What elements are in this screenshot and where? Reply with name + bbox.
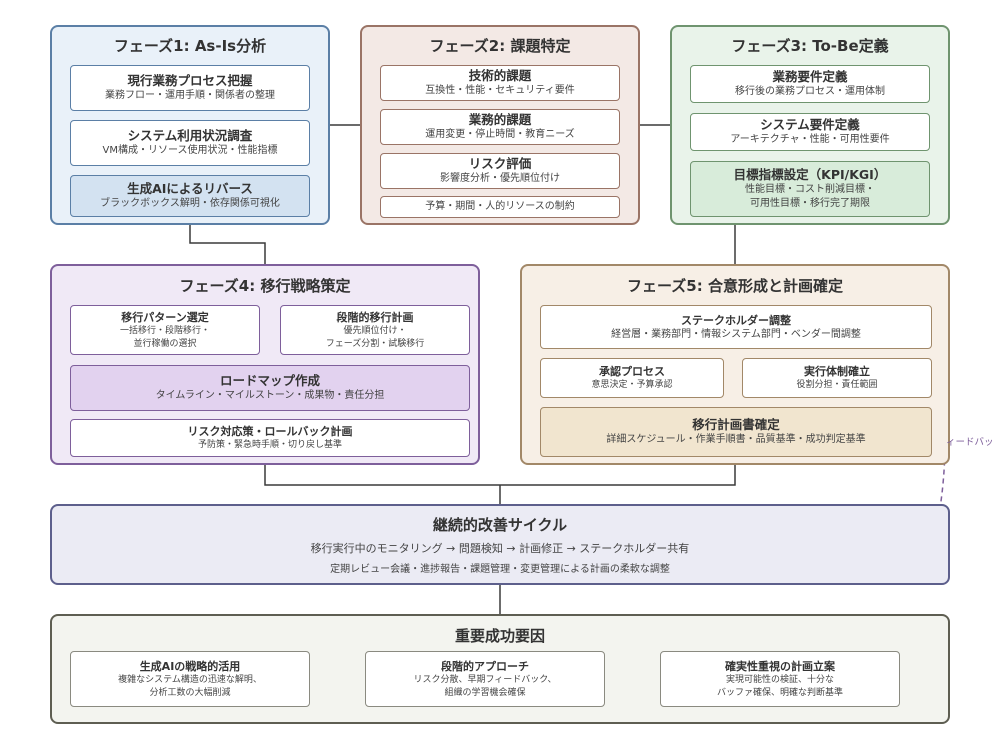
phase4-migration-pattern: 移行パターン選定 一括移行・段階移行・ 並行稼働の選択: [70, 305, 260, 355]
phase5-title: フェーズ5: 合意形成と計画確定: [627, 277, 843, 295]
item-title: リスク評価: [468, 156, 532, 171]
phase5-stakeholder: ステークホルダー調整 経営層・業務部門・情報システム部門・ベンダー間調整: [540, 305, 932, 349]
phase3-title: フェーズ3: To-Be定義: [731, 37, 889, 55]
item-title: 段階的アプローチ: [441, 660, 529, 673]
item-title: システム利用状況調査: [127, 128, 253, 143]
item-title: 確実性重視の計画立案: [725, 660, 835, 673]
item-sub: タイムライン・マイルストーン・成果物・責任分担: [155, 390, 385, 401]
item-title: 業務的課題: [468, 112, 532, 127]
item-sub: フェーズ分割・試験移行: [325, 338, 425, 349]
item-sub: 並行稼働の選択: [133, 338, 197, 349]
item-sub: 互換性・性能・セキュリティ要件: [425, 85, 575, 96]
cycle-panel: 継続的改善サイクル 移行実行中のモニタリング → 問題検知 → 計画修正 → ス…: [50, 504, 950, 585]
phase5-org: 実行体制確立 役割分担・責任範囲: [742, 358, 932, 398]
constraints-text: 予算・期間・人的リソースの制約: [425, 201, 575, 212]
phase1-panel: フェーズ1: As-Is分析 現行業務プロセス把握 業務フロー・運用手順・関係者…: [50, 25, 330, 225]
phase3-item-kpi: 目標指標設定（KPI/KGI） 性能目標・コスト削減目標・ 可用性目標・移行完了…: [690, 161, 930, 217]
feedback-label: ィードバッ: [946, 437, 994, 448]
item-title: 生成AIによるリバース: [127, 181, 253, 196]
phase3-panel: フェーズ3: To-Be定義 業務要件定義 移行後の業務プロセス・運用体制 シス…: [670, 25, 950, 225]
phase2-panel: フェーズ2: 課題特定 技術的課題 互換性・性能・セキュリティ要件 業務的課題 …: [360, 25, 640, 225]
item-sub: 複雑なシステム構造の迅速な解明、: [118, 675, 262, 685]
item-sub: 優先順位付け・: [343, 326, 407, 336]
item-title: リスク対応策・ロールバック計画: [187, 425, 353, 439]
phase1-item-system: システム利用状況調査 VM構成・リソース使用状況・性能指標: [70, 120, 310, 166]
item-title: システム要件定義: [760, 117, 860, 132]
phase2-item-business: 業務的課題 運用変更・停止時間・教育ニーズ: [380, 109, 620, 145]
factor-certainty: 確実性重視の計画立案 実現可能性の検証、十分な バッファ確保、明確な判断基準: [660, 651, 900, 707]
phase4-panel: フェーズ4: 移行戦略策定 移行パターン選定 一括移行・段階移行・ 並行稼働の選…: [50, 264, 480, 465]
phase2-title: フェーズ2: 課題特定: [429, 37, 571, 55]
factor-ai: 生成AIの戦略的活用 複雑なシステム構造の迅速な解明、 分析工数の大幅削減: [70, 651, 310, 707]
item-sub: VM構成・リソース使用状況・性能指標: [102, 145, 278, 156]
item-sub: 実現可能性の検証、十分な: [725, 675, 834, 685]
item-sub: バッファ確保、明確な判断基準: [716, 687, 843, 698]
item-title: 承認プロセス: [599, 365, 665, 379]
phase5-panel: フェーズ5: 合意形成と計画確定 ステークホルダー調整 経営層・業務部門・情報シ…: [520, 264, 950, 465]
factors-title: 重要成功要因: [454, 627, 545, 645]
item-sub: 一括移行・段階移行・: [119, 326, 210, 336]
phase1-title: フェーズ1: As-Is分析: [113, 37, 267, 55]
item-title: 業務要件定義: [772, 69, 848, 84]
item-sub: 組織の学習機会確保: [444, 687, 526, 698]
phase5-plan-finalize: 移行計画書確定 詳細スケジュール・作業手順書・品質基準・成功判定基準: [540, 407, 932, 457]
item-title: 現行業務プロセス把握: [127, 73, 253, 88]
item-sub: 運用変更・停止時間・教育ニーズ: [425, 129, 575, 140]
factors-panel: 重要成功要因 生成AIの戦略的活用 複雑なシステム構造の迅速な解明、 分析工数の…: [50, 614, 950, 724]
phase2-item-risk: リスク評価 影響度分析・優先順位付け: [380, 153, 620, 189]
item-title: 技術的課題: [468, 68, 532, 83]
item-title: ステークホルダー調整: [681, 313, 791, 327]
phase4-roadmap: ロードマップ作成 タイムライン・マイルストーン・成果物・責任分担: [70, 365, 470, 411]
phase4-risk-rollback: リスク対応策・ロールバック計画 予防策・緊急時手順・切り戻し基準: [70, 419, 470, 457]
item-sub: 詳細スケジュール・作業手順書・品質基準・成功判定基準: [606, 434, 866, 445]
connector-p4-p5: [264, 465, 736, 486]
item-sub: 経営層・業務部門・情報システム部門・ベンダー間調整: [611, 328, 861, 340]
phase1-item-process: 現行業務プロセス把握 業務フロー・運用手順・関係者の整理: [70, 65, 310, 111]
phase4-stepwise-plan: 段階的移行計画 優先順位付け・ フェーズ分割・試験移行: [280, 305, 470, 355]
cycle-line2: 定期レビュー会議・進捗報告・課題管理・変更管理による計画の柔軟な調整: [330, 564, 670, 575]
item-sub: 意思決定・予算承認: [591, 380, 673, 391]
item-sub: 影響度分析・優先順位付け: [440, 173, 560, 184]
item-title: 移行パターン選定: [121, 311, 209, 324]
connector-p1-p4: [189, 224, 266, 264]
cycle-title: 継続的改善サイクル: [432, 516, 568, 534]
item-sub: 予防策・緊急時手順・切り戻し基準: [197, 440, 342, 451]
item-sub: ブラックボックス解明・依存関係可視化: [100, 198, 280, 209]
item-title: 移行計画書確定: [692, 417, 780, 432]
phase4-title: フェーズ4: 移行戦略策定: [179, 277, 351, 295]
item-title: 実行体制確立: [804, 365, 870, 379]
phase2-constraints: 予算・期間・人的リソースの制約: [380, 196, 620, 218]
phase1-item-ai-reverse: 生成AIによるリバース ブラックボックス解明・依存関係可視化: [70, 175, 310, 217]
item-sub: アーキテクチャ・性能・可用性要件: [730, 134, 890, 145]
item-title: 生成AIの戦略的活用: [139, 660, 241, 673]
item-sub: 役割分担・責任範囲: [796, 380, 878, 391]
item-sub: 性能目標・コスト削減目標・: [745, 184, 875, 195]
item-sub: 業務フロー・運用手順・関係者の整理: [105, 90, 275, 101]
item-sub: 分析工数の大幅削減: [149, 687, 231, 698]
phase5-approval: 承認プロセス 意思決定・予算承認: [540, 358, 724, 398]
phase2-item-tech: 技術的課題 互換性・性能・セキュリティ要件: [380, 65, 620, 101]
item-title: ロードマップ作成: [219, 373, 320, 388]
cycle-line1: 移行実行中のモニタリング → 問題検知 → 計画修正 → ステークホルダー共有: [310, 542, 690, 555]
item-title: 段階的移行計画: [336, 311, 414, 324]
phase3-item-business-req: 業務要件定義 移行後の業務プロセス・運用体制: [690, 65, 930, 103]
item-title: 目標指標設定（KPI/KGI）: [733, 167, 887, 182]
factor-stepwise: 段階的アプローチ リスク分散、早期フィードバック、 組織の学習機会確保: [365, 651, 605, 707]
phase3-item-system-req: システム要件定義 アーキテクチャ・性能・可用性要件: [690, 113, 930, 151]
item-sub: 可用性目標・移行完了期限: [750, 198, 870, 209]
item-sub: リスク分散、早期フィードバック、: [413, 675, 557, 685]
item-sub: 移行後の業務プロセス・運用体制: [735, 86, 885, 97]
